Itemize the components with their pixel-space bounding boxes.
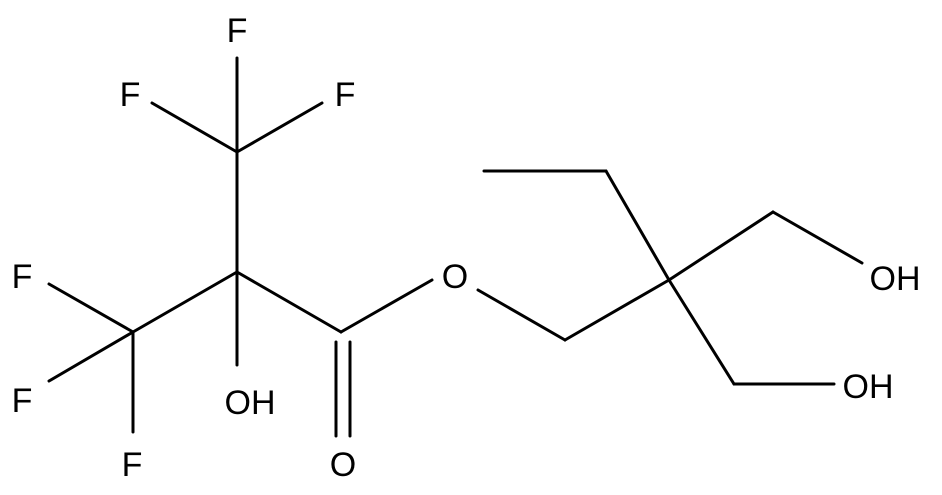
bond-cf3b-f5 [47,330,135,383]
bond-cf3a-f3 [235,101,324,154]
atom-label-f4: F [12,258,33,296]
bond-cquat-ch2-lower [667,278,736,386]
atom-label-f6: F [122,446,143,484]
bond-cquat-ethyl-ch2 [604,169,671,282]
bond-ch2-upper-oh [771,210,864,265]
bond-ch2-cquat [563,278,671,342]
bond-cf3a-f2 [150,101,239,154]
atom-label-oh-alpha: OH [225,384,276,422]
atom-label-oh-upper: OH [870,260,921,298]
atom-label-f2: F [120,76,141,114]
bond-cq-ccarbonyl [235,270,343,334]
atom-label-o-carbonyl: O [330,446,356,484]
bond-oester-ch2 [476,288,567,342]
bond-ccarbonyl-oester [339,278,434,334]
atom-label-f5: F [12,382,33,420]
bond-cq-cf3b [131,270,239,334]
atom-label-oh-lower: OH [843,368,894,406]
atom-label-f1: F [227,12,248,50]
atom-label-f3: F [335,76,356,114]
bond-layer [47,56,864,438]
bond-cquat-ch2-upper [667,210,775,282]
bond-cf3b-f4 [47,282,135,334]
atom-label-layer: F F F F F F OH O O OH OH [12,12,921,484]
atom-label-o-ester: O [442,258,468,296]
